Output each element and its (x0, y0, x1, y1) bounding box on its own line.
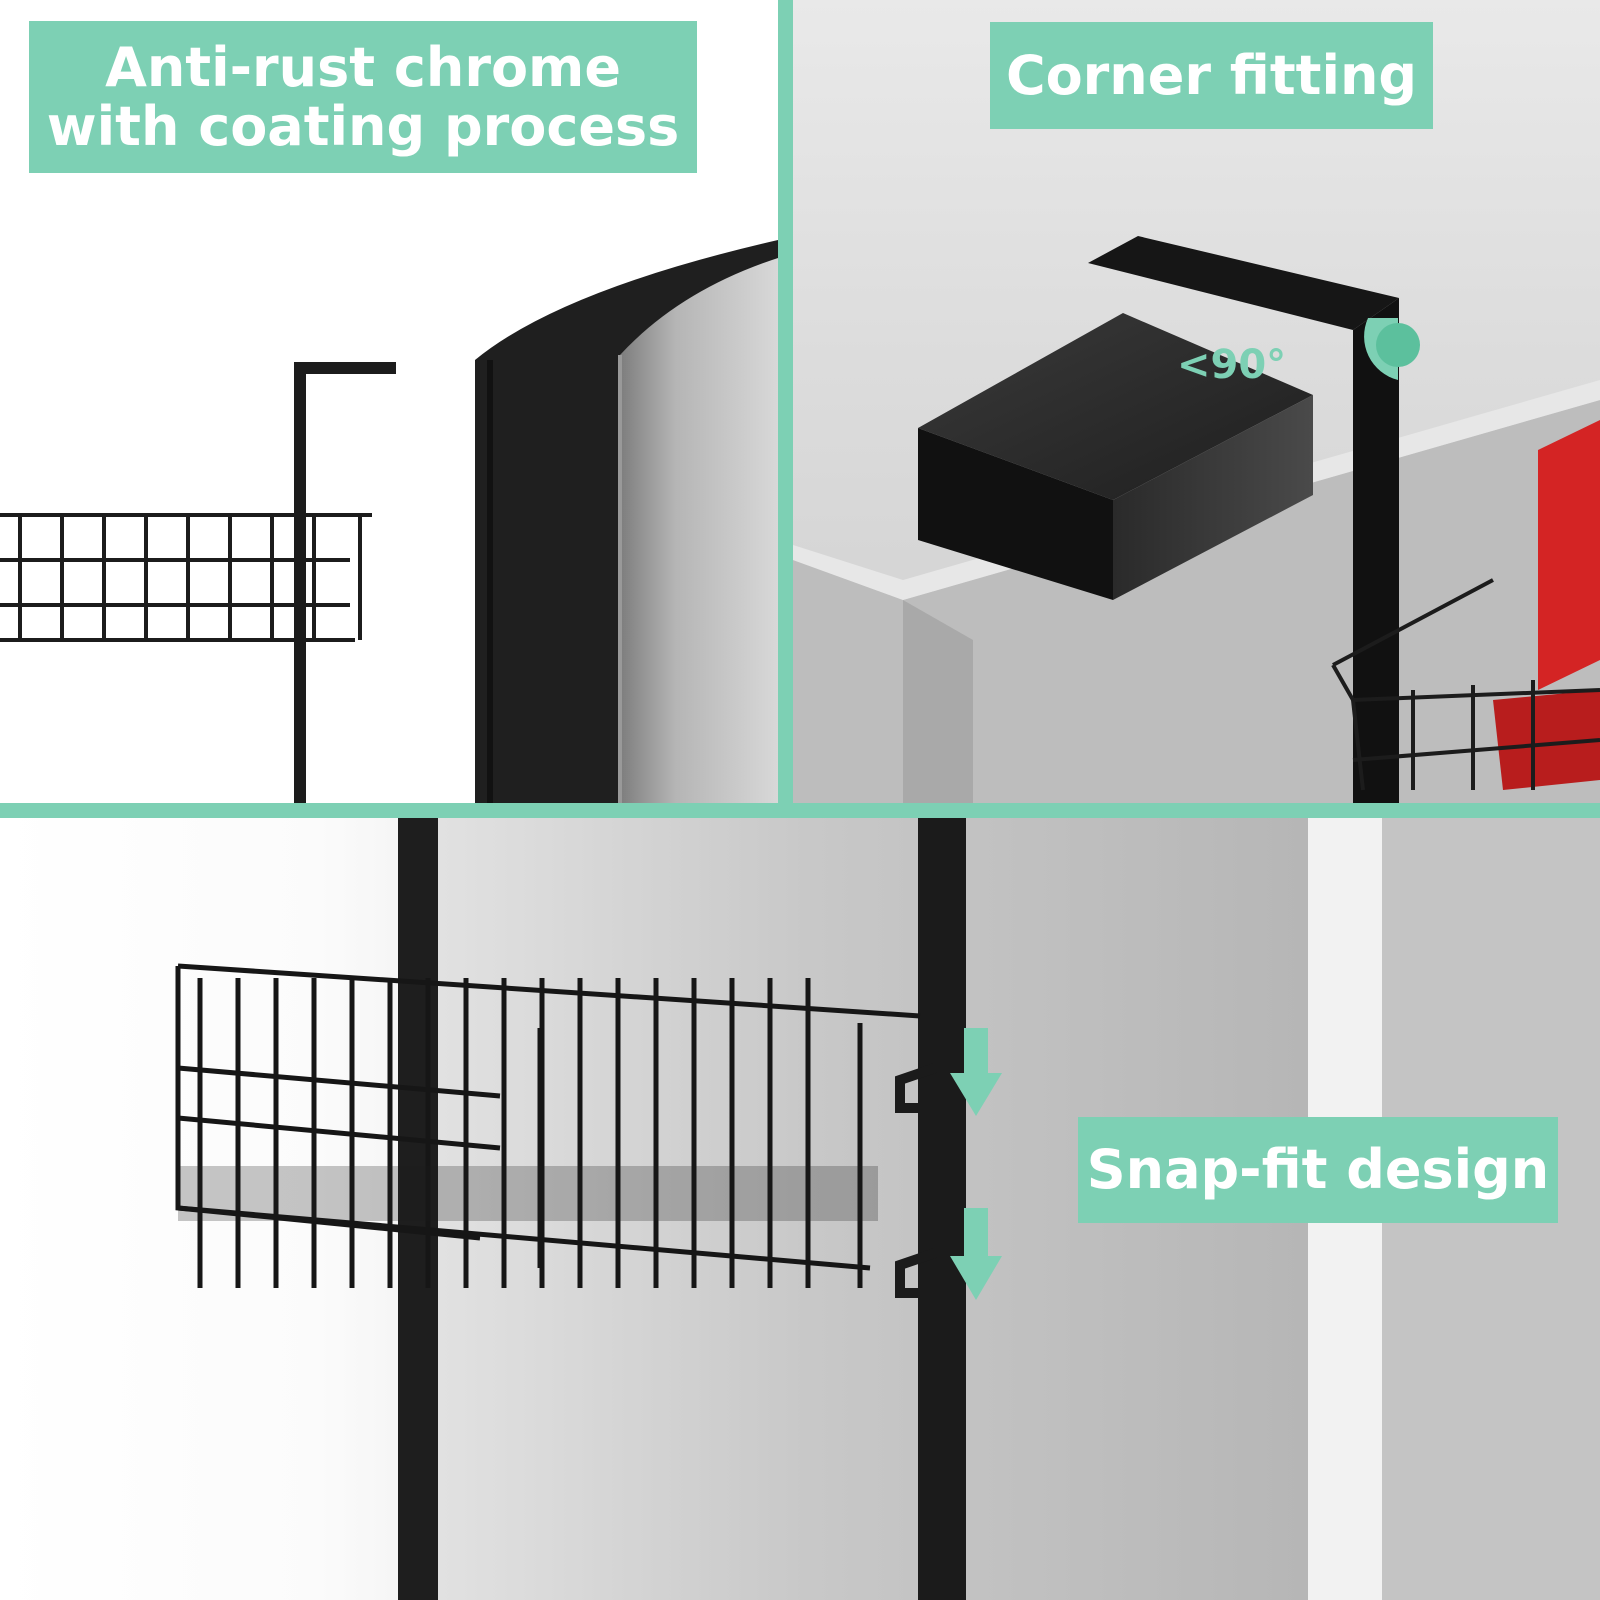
coating-illustration (0, 240, 778, 803)
red-products (1493, 420, 1600, 790)
corner-panel: Corner fitting <90° (793, 0, 1600, 803)
angle-indicator-icon (1364, 318, 1420, 380)
coating-layers (475, 240, 778, 803)
snap-illustration (175, 818, 1600, 1600)
corner-illustration (793, 236, 1600, 803)
basket-floor (178, 1166, 878, 1221)
wire-basket (0, 513, 372, 642)
corner-banner: Corner fitting (990, 22, 1433, 129)
door-block (918, 313, 1313, 600)
cabinet-door (398, 818, 1600, 1600)
wire-basket (175, 963, 921, 1288)
angle-label: <90° (1177, 342, 1287, 388)
snap-banner: Snap-fit design (1078, 1117, 1558, 1223)
rack-frame (398, 818, 966, 1600)
coating-panel: Anti-rust chrome with coating process (0, 0, 778, 803)
rack-hook (294, 362, 396, 803)
rack-hook (1088, 236, 1399, 803)
snap-clips (895, 1063, 945, 1298)
coating-banner: Anti-rust chrome with coating process (29, 21, 697, 173)
wire-basket (1331, 578, 1600, 791)
down-arrow-icon (950, 1028, 1002, 1300)
snap-panel: Snap-fit design (0, 818, 1600, 1600)
